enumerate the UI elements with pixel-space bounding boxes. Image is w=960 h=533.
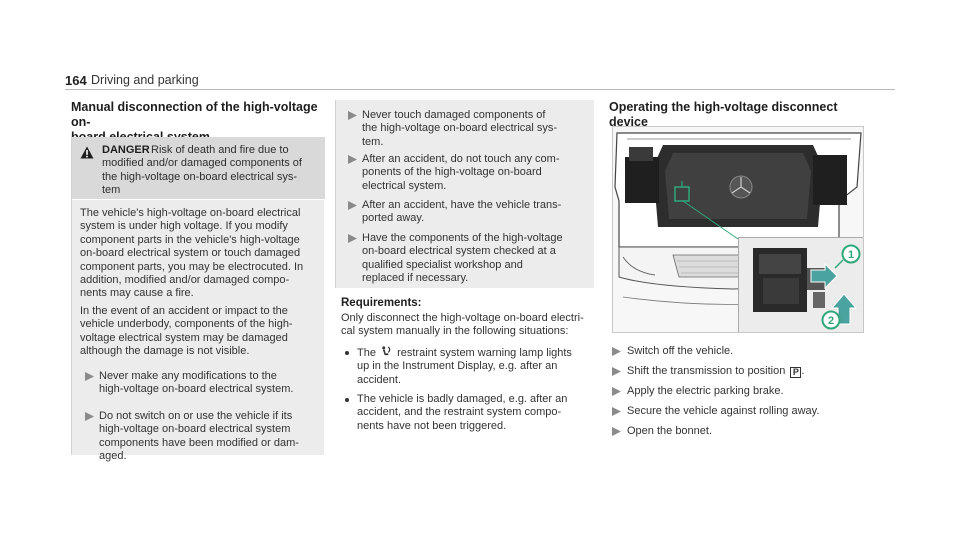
section-name: Driving and parking [91, 73, 199, 87]
text-line: nents may cause a fire. [80, 287, 194, 300]
text-line: on-board electrical system checked at a [362, 245, 556, 258]
text-line: The vehicle is badly damaged, e.g. after… [357, 393, 568, 405]
section-title-line1: Manual disconnection of the high-voltage… [71, 100, 318, 129]
arrow-bullet-icon [612, 387, 621, 396]
text-fragment: Shift the transmission to position [627, 365, 786, 377]
requirements-intro: Only disconnect the high-voltage on-boar… [341, 312, 596, 339]
text-line: Never make any modifications to the [99, 370, 277, 382]
text-line: Do not switch on or use the vehicle if i… [99, 410, 293, 422]
arrow-bullet-icon [612, 427, 621, 436]
header-rule [65, 89, 895, 90]
text-line: components have been modified or dam- [99, 436, 299, 449]
text-line: high-voltage on-board electrical system. [99, 383, 294, 396]
requirements-title: Requirements: [341, 297, 422, 309]
text-line: accident. [357, 373, 402, 386]
arrow-bullet-icon [85, 412, 94, 421]
danger-box: DANGER Risk of death and fire due to mod… [71, 137, 325, 462]
step-item: Shift the transmission to position P. [627, 365, 804, 378]
text-line: The restraint system warning lamp lights [357, 346, 597, 360]
text-line: After an accident, do not touch any com- [362, 153, 560, 165]
text-line: voltage electrical system may be damaged [80, 331, 288, 344]
step-item: Apply the electric parking brake. [627, 385, 784, 397]
bullet-item: After an accident, do not touch any com-… [362, 153, 592, 193]
danger-line: modified and/or damaged components of [102, 157, 302, 170]
page-header: 164 Driving and parking [65, 70, 895, 92]
danger-paragraph-2: In the event of an accident or impact to… [80, 305, 320, 359]
disconnect-device-detail: 1 2 [738, 237, 863, 332]
text-line: ponents of the high-voltage on-board [362, 166, 542, 179]
section-title-operating: Operating the high-voltage disconnect de… [609, 100, 869, 130]
step-item: Switch off the vehicle. [627, 345, 734, 357]
airbag-warning-icon [382, 346, 391, 356]
danger-paragraph-1: The vehicle's high-voltage on-board elec… [80, 207, 320, 301]
arrow-bullet-icon [348, 201, 357, 210]
bullet-item: Never make any modifications to the high… [99, 370, 319, 397]
text-line: After an accident, have the vehicle tran… [362, 199, 562, 211]
danger-box-continued: Never touch damaged components of the hi… [335, 100, 594, 288]
danger-line: Risk of death and fire due to [151, 144, 289, 156]
bullet-dot [345, 398, 349, 402]
callout-2: 2 [828, 315, 834, 327]
text-line: ported away. [362, 212, 425, 225]
text-line: aged. [99, 450, 127, 463]
text-line: electrical system. [362, 179, 447, 192]
text-line: vehicle underbody, components of the hig… [80, 318, 293, 331]
danger-text: Risk of death and fire due to modified a… [102, 144, 320, 198]
requirement-item: The restraint system warning lamp lights… [357, 346, 597, 387]
callout-1: 1 [848, 249, 854, 261]
text-line: qualified specialist workshop and [362, 258, 523, 271]
text-line: system is under high voltage. If you mod… [80, 220, 288, 233]
text-line: replaced if necessary. [362, 272, 469, 285]
text-line: high-voltage on-board electrical system [99, 423, 291, 436]
section-title-text: Operating the high-voltage disconnect de… [609, 100, 838, 129]
text-line: on-board electrical system or touch dama… [80, 247, 301, 260]
arrow-bullet-icon [612, 367, 621, 376]
text-fragment: restraint system warning lamp lights [397, 347, 572, 359]
danger-line: the high-voltage on-board electrical sys… [102, 170, 298, 183]
bullet-item: Do not switch on or use the vehicle if i… [99, 410, 319, 464]
arrow-bullet-icon [612, 347, 621, 356]
arrow-bullet-icon [348, 234, 357, 243]
text-line: cal system manually in the following sit… [341, 325, 569, 338]
text-line: Have the components of the high-voltage [362, 232, 563, 244]
text-line: component parts, you may be electrocuted… [80, 260, 304, 273]
bullet-item: After an accident, have the vehicle tran… [362, 199, 592, 226]
arrow-bullet-icon [348, 111, 357, 120]
bullet-item: Have the components of the high-voltage … [362, 232, 592, 286]
text-line: nents have not been triggered. [357, 419, 507, 432]
arrow-bullet-icon [85, 372, 94, 381]
text-line: Only disconnect the high-voltage on-boar… [341, 312, 584, 324]
text-line: component parts in the vehicle's high-vo… [80, 233, 300, 246]
text-line: Never touch damaged components of [362, 109, 546, 121]
danger-divider [72, 199, 325, 200]
step-item: Secure the vehicle against rolling away. [627, 405, 820, 417]
text-line: In the event of an accident or impact to… [80, 305, 288, 317]
warning-triangle-icon [80, 146, 94, 159]
text-line: addition, modified and/or damaged compo- [80, 274, 290, 287]
text-line: up in the Instrument Display, e.g. after… [357, 360, 558, 373]
text-line: the high-voltage on-board electrical sys… [362, 122, 558, 135]
danger-label: DANGER [102, 144, 150, 156]
bullet-dot [345, 351, 349, 355]
text-line: although the damage is not visible. [80, 345, 250, 358]
page-number: 164 [65, 73, 87, 88]
requirement-item: The vehicle is badly damaged, e.g. after… [357, 393, 597, 433]
engine-bay-illustration: 1 2 [612, 126, 864, 333]
step-item: Open the bonnet. [627, 425, 713, 437]
arrow-bullet-icon [612, 407, 621, 416]
danger-header [72, 137, 325, 199]
text-line: accident, and the restraint system compo… [357, 406, 562, 419]
detail-drawing: 1 2 [739, 238, 863, 332]
text-line: tem. [362, 135, 384, 148]
bullet-item: Never touch damaged components of the hi… [362, 109, 592, 149]
danger-line: tem [102, 184, 121, 197]
text-line: The vehicle's high-voltage on-board elec… [80, 207, 301, 219]
arrow-bullet-icon [348, 155, 357, 164]
park-position-icon: P [790, 367, 802, 378]
period: . [801, 365, 805, 377]
text-fragment: The [357, 347, 376, 359]
